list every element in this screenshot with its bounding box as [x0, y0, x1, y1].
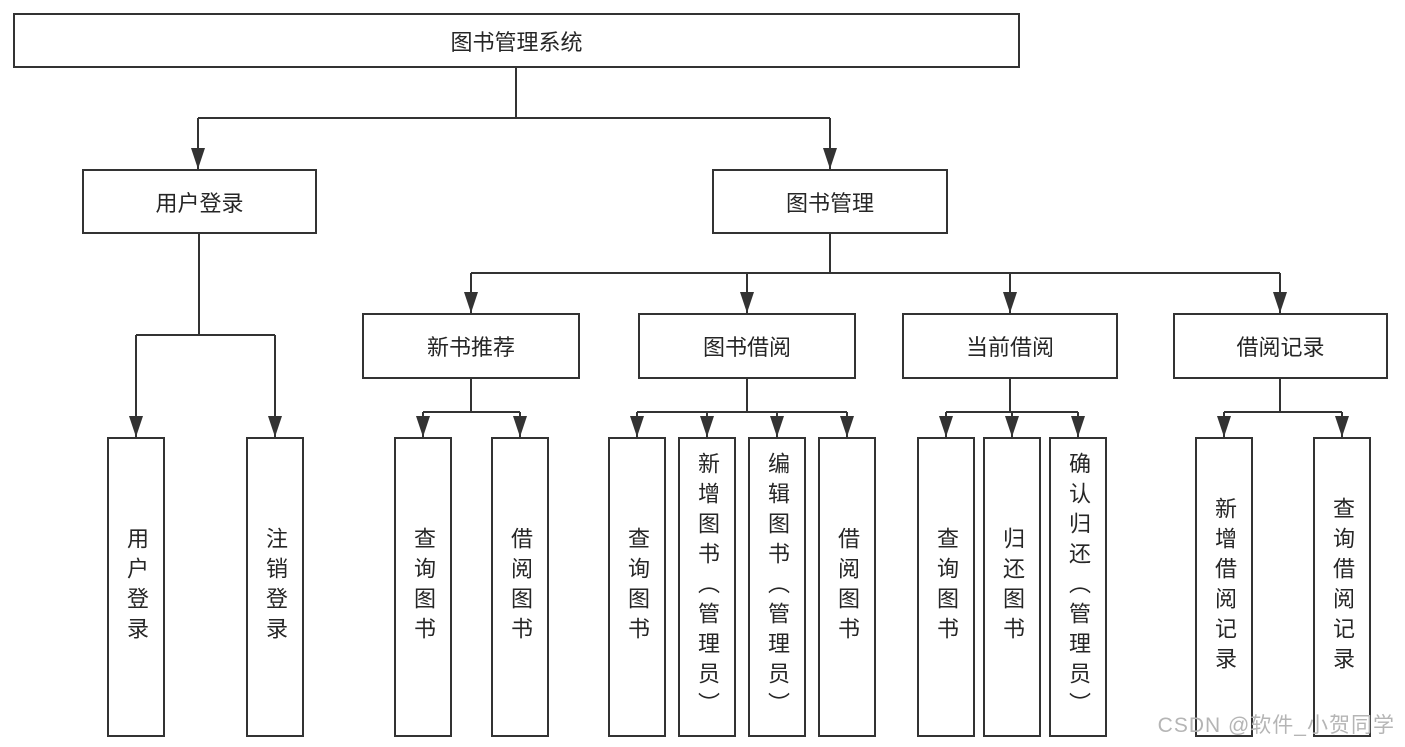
leaf-return-books: 归还图书 — [983, 437, 1041, 737]
node-borrowing-records-label: 借阅记录 — [1236, 335, 1325, 360]
arrow-down-icon — [129, 416, 143, 437]
arrow-down-icon — [416, 416, 430, 437]
leaf-label: 确认归还（管理员） — [1066, 452, 1091, 722]
arrow-down-icon — [770, 416, 784, 437]
node-borrowing-records: 借阅记录 — [1173, 313, 1388, 379]
node-current-borrowing: 当前借阅 — [902, 313, 1118, 379]
leaf-query-books-borrowing: 查询图书 — [608, 437, 666, 737]
leaf-query-books-current: 查询图书 — [917, 437, 975, 737]
leaf-label: 查询借阅记录 — [1330, 497, 1355, 677]
leaf-label: 查询图书 — [625, 527, 650, 647]
arrow-down-icon — [191, 148, 205, 169]
leaf-label: 用户登录 — [124, 527, 149, 647]
node-user-login: 用户登录 — [82, 169, 317, 234]
arrow-down-icon — [740, 292, 754, 313]
node-new-book-recommend-label: 新书推荐 — [426, 335, 515, 360]
arrow-down-icon — [464, 292, 478, 313]
arrow-down-icon — [1273, 292, 1287, 313]
node-root-label: 图书管理系统 — [450, 29, 583, 55]
arrow-down-icon — [268, 416, 282, 437]
leaf-borrow-books-recommend: 借阅图书 — [491, 437, 549, 737]
leaf-user-login: 用户登录 — [107, 437, 165, 737]
leaf-label: 注销登录 — [263, 527, 288, 647]
leaf-borrow-books-borrowing: 借阅图书 — [818, 437, 876, 737]
csdn-watermark: CSDN @软件_小贺同学 — [1157, 714, 1395, 737]
node-book-borrowing-label: 图书借阅 — [702, 335, 791, 360]
arrowheads — [129, 148, 1349, 437]
node-book-management-label: 图书管理 — [785, 190, 874, 216]
arrow-down-icon — [700, 416, 714, 437]
leaf-label: 新增借阅记录 — [1212, 497, 1237, 677]
leaf-logout: 注销登录 — [246, 437, 304, 737]
node-root: 图书管理系统 — [13, 13, 1020, 68]
leaf-label: 查询图书 — [411, 527, 436, 647]
arrow-down-icon — [1335, 416, 1349, 437]
leaf-add-borrow-record: 新增借阅记录 — [1195, 437, 1253, 737]
arrow-down-icon — [513, 416, 527, 437]
leaf-label: 借阅图书 — [835, 527, 860, 647]
arrow-down-icon — [823, 148, 837, 169]
leaf-label: 借阅图书 — [508, 527, 533, 647]
leaf-label: 编辑图书（管理员） — [765, 452, 790, 722]
leaf-label: 查询图书 — [934, 527, 959, 647]
node-user-login-label: 用户登录 — [155, 190, 244, 216]
arrow-down-icon — [939, 416, 953, 437]
leaf-add-books-admin: 新增图书（管理员） — [678, 437, 736, 737]
node-book-management: 图书管理 — [712, 169, 948, 234]
leaf-label: 归还图书 — [1000, 527, 1025, 647]
arrow-down-icon — [1071, 416, 1085, 437]
arrow-down-icon — [1003, 292, 1017, 313]
leaf-edit-books-admin: 编辑图书（管理员） — [748, 437, 806, 737]
leaf-confirm-return-admin: 确认归还（管理员） — [1049, 437, 1107, 737]
arrow-down-icon — [1217, 416, 1231, 437]
leaf-query-borrow-record: 查询借阅记录 — [1313, 437, 1371, 737]
arrow-down-icon — [840, 416, 854, 437]
arrow-down-icon — [1005, 416, 1019, 437]
leaf-query-books-recommend: 查询图书 — [394, 437, 452, 737]
node-new-book-recommend: 新书推荐 — [362, 313, 580, 379]
node-current-borrowing-label: 当前借阅 — [965, 335, 1054, 360]
leaf-label: 新增图书（管理员） — [695, 452, 720, 722]
arrow-down-icon — [630, 416, 644, 437]
node-book-borrowing: 图书借阅 — [638, 313, 856, 379]
